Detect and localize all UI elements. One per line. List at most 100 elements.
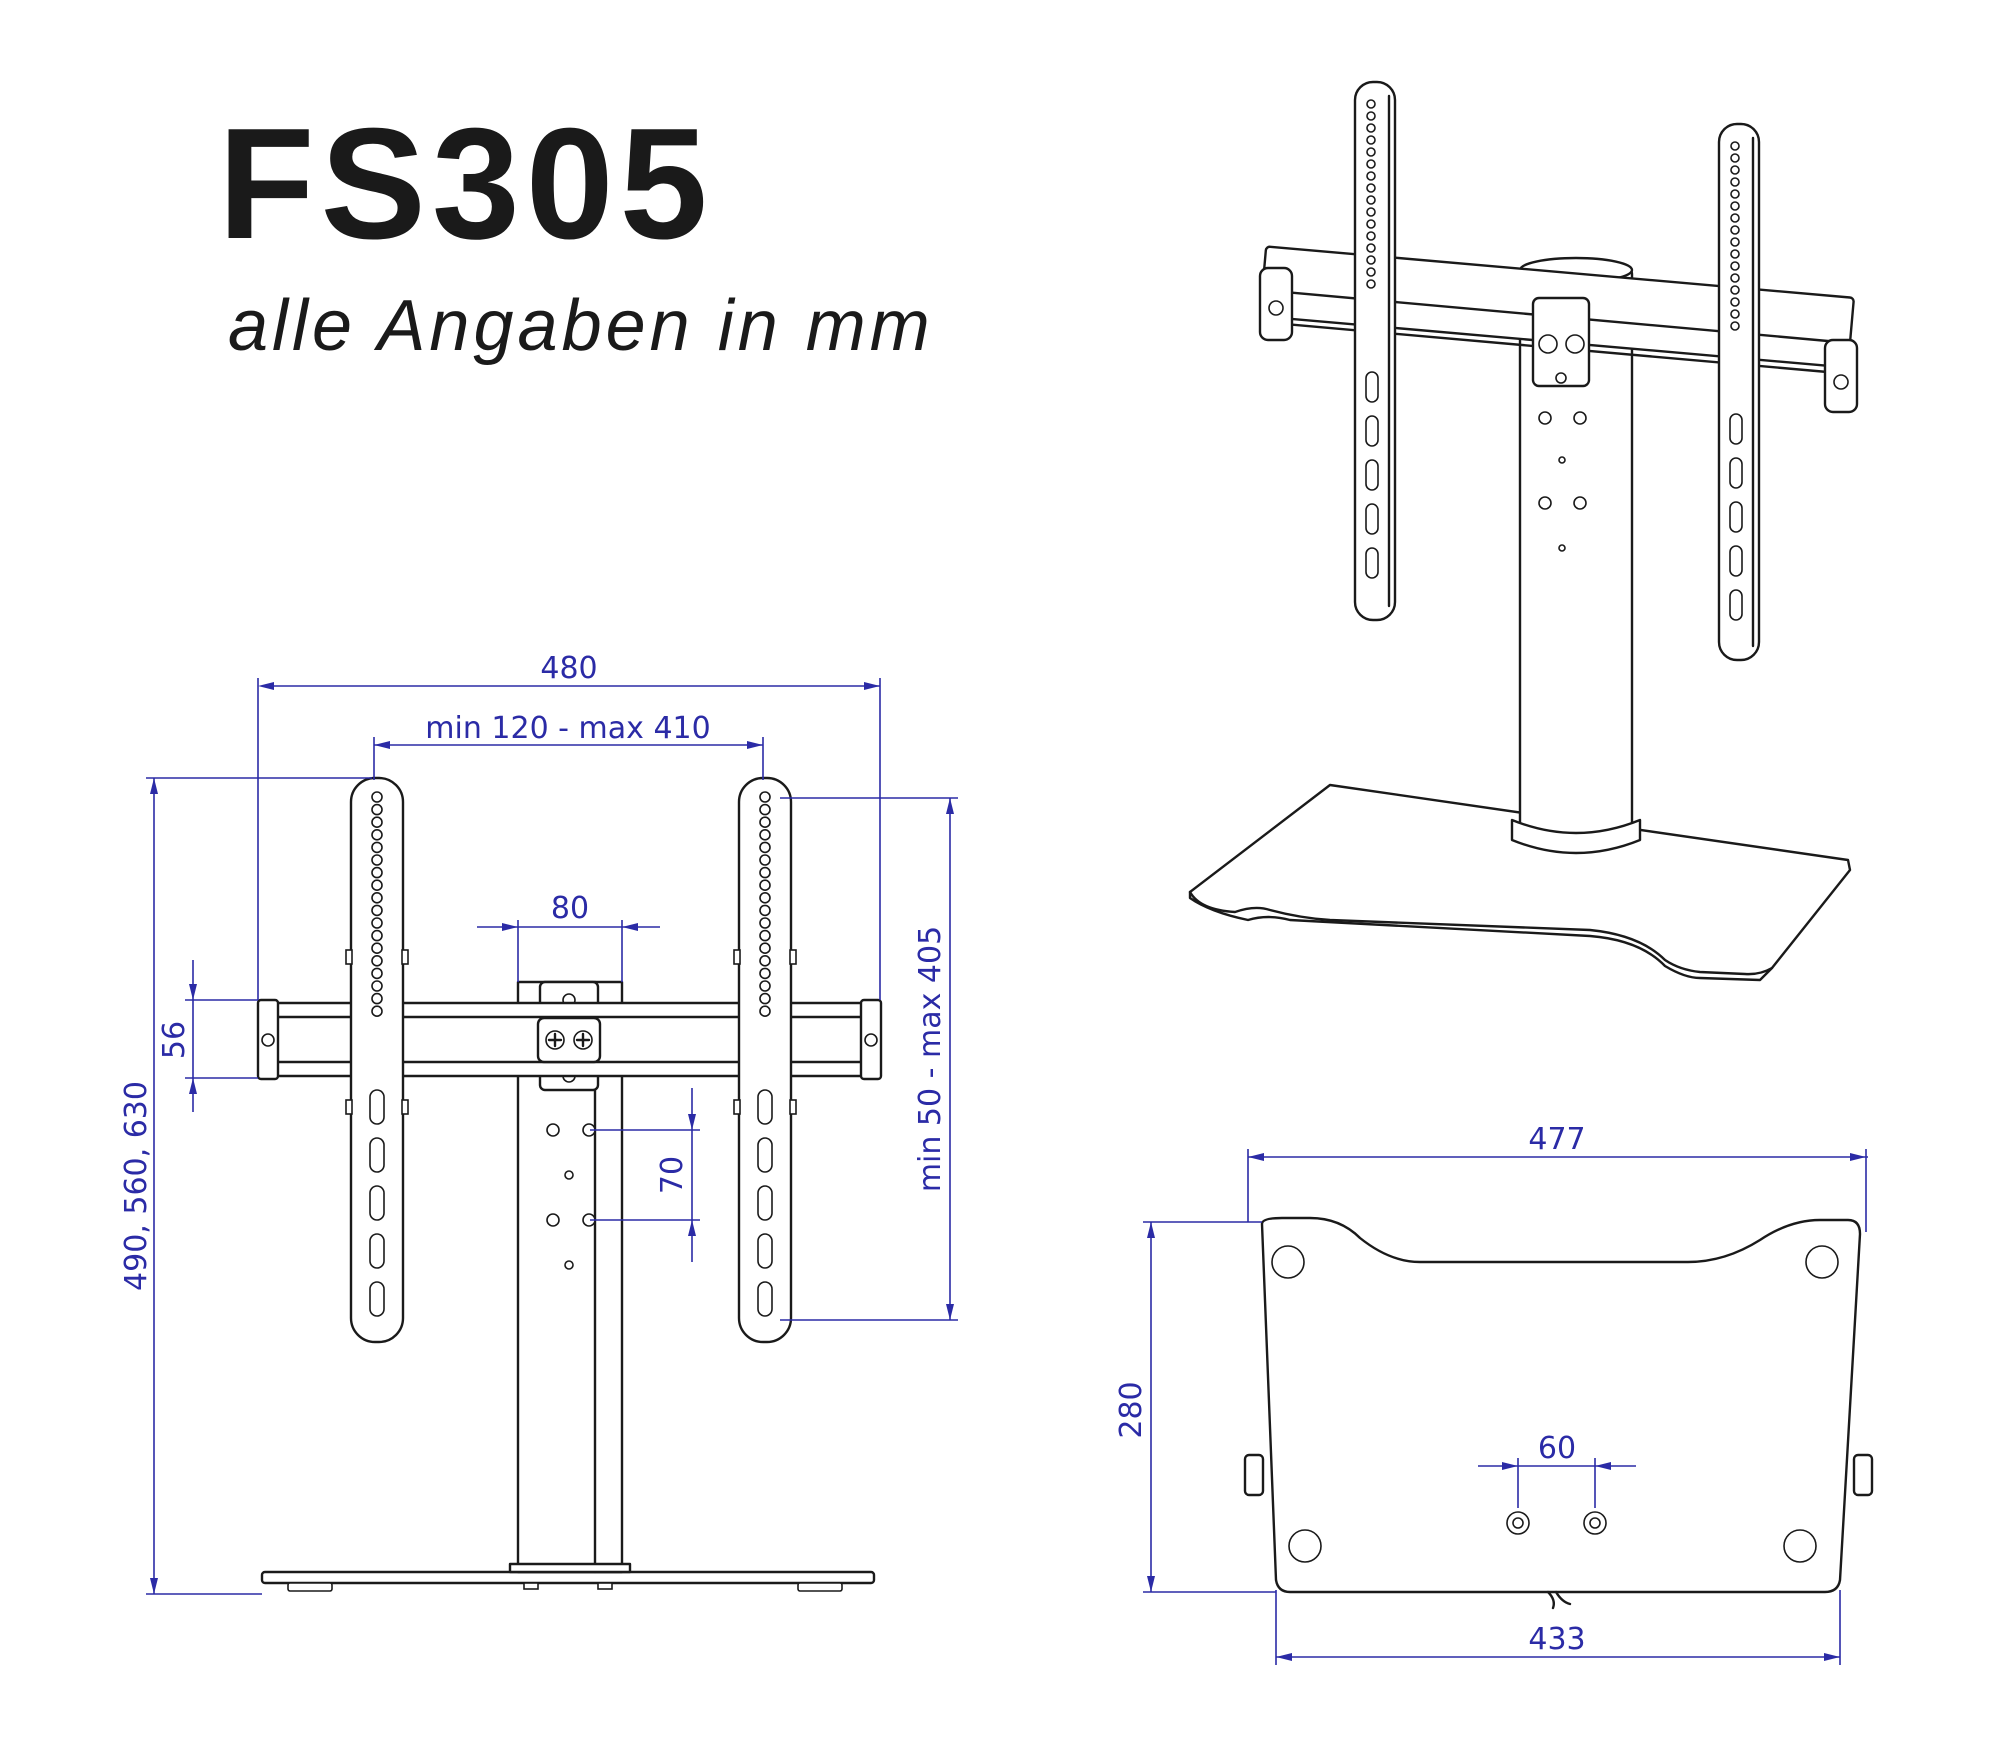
arm-hole	[759, 854, 771, 866]
arm-hole	[1730, 309, 1740, 319]
arm-hole	[371, 879, 383, 892]
arm-hole	[1730, 225, 1740, 235]
dimension-vesa-horizontal: min 120 - max 410	[373, 711, 764, 780]
arm-hole	[371, 816, 383, 829]
dimension-column-hole-spacing: 70	[590, 1088, 700, 1262]
arm-hole	[759, 967, 771, 980]
dimension-crossbar-height: 56	[157, 960, 258, 1112]
arm-slot	[369, 1185, 385, 1221]
arm-hole	[371, 828, 383, 841]
arm-slot	[1365, 415, 1379, 447]
arm-slot	[757, 1281, 773, 1317]
perspective-clamp	[1531, 296, 1591, 388]
arm-slot	[1729, 545, 1743, 577]
arm-hole	[1366, 147, 1376, 157]
label-vesa-vertical: min 50 - max 405	[913, 926, 948, 1192]
arm-slot	[1729, 501, 1743, 533]
dimension-vesa-vertical: min 50 - max 405	[780, 797, 958, 1321]
front-base-plate	[260, 1570, 876, 1585]
arm-hole	[371, 954, 383, 967]
front-vertical-arm	[733, 776, 797, 1344]
arm-slot	[369, 1281, 385, 1317]
perspective-view-drawing	[1188, 80, 1859, 982]
arm-hole	[1366, 135, 1376, 145]
arm-slot	[1365, 371, 1379, 403]
arm-slot	[1729, 457, 1743, 489]
arm-hole	[371, 917, 383, 929]
arm-hole	[371, 929, 383, 942]
arm-hole	[759, 866, 771, 879]
arm-hole	[759, 954, 771, 967]
arm-slot	[757, 1089, 773, 1125]
arm-hole	[1730, 153, 1740, 163]
column-hole	[546, 1123, 560, 1137]
dimension-column-width: 80	[477, 891, 660, 982]
label-column-width: 80	[551, 891, 589, 926]
arm-hole	[1730, 189, 1740, 199]
front-vertical-arm	[345, 776, 409, 1344]
arm-hole	[1730, 201, 1740, 211]
arm-hole	[1366, 255, 1376, 265]
arm-hole	[1366, 231, 1376, 241]
arm-hole	[1730, 321, 1740, 331]
arm-hole	[759, 891, 771, 904]
model-title: FS305	[218, 96, 714, 272]
arm-hole	[371, 967, 383, 980]
perspective-vertical-arm	[1717, 122, 1761, 662]
label-front-width: 480	[540, 651, 597, 686]
arm-hole	[371, 803, 383, 816]
arm-hole	[1730, 141, 1740, 151]
arm-hole	[371, 841, 383, 854]
arm-hole	[371, 891, 383, 904]
base-top-view-drawing	[1243, 1216, 1874, 1610]
dimension-base-back-width: 433	[1275, 1590, 1841, 1665]
arm-hole	[1366, 183, 1376, 193]
arm-hole	[371, 1005, 383, 1018]
dimension-front-width: 480	[257, 651, 881, 1000]
arm-slot	[757, 1137, 773, 1173]
label-column-hole-spacing: 70	[655, 1156, 690, 1194]
arm-hole	[371, 942, 383, 955]
arm-hole	[1730, 261, 1740, 271]
arm-hole	[371, 791, 383, 803]
arm-hole	[371, 854, 383, 866]
dimension-base-depth: 280	[1114, 1221, 1276, 1593]
arm-hole	[371, 866, 383, 879]
arm-hole	[759, 1005, 771, 1018]
arm-hole	[1730, 249, 1740, 259]
label-base-back-width: 433	[1528, 1622, 1585, 1657]
arm-slot	[1365, 503, 1379, 535]
label-base-hole-spacing: 60	[1538, 1431, 1576, 1466]
arm-hole	[759, 980, 771, 992]
arm-hole	[1730, 237, 1740, 247]
arm-slot	[1729, 413, 1743, 445]
arm-hole	[759, 904, 771, 917]
perspective-base-plate	[1188, 783, 1852, 976]
arm-hole	[1730, 213, 1740, 223]
perspective-vertical-arm	[1353, 80, 1397, 622]
label-base-depth: 280	[1114, 1381, 1149, 1438]
arm-hole	[1366, 219, 1376, 229]
arm-hole	[1366, 99, 1376, 109]
arm-hole	[371, 980, 383, 992]
arm-slot	[1365, 547, 1379, 579]
arm-hole	[759, 879, 771, 892]
arm-hole	[1730, 165, 1740, 175]
arm-hole	[371, 992, 383, 1005]
arm-hole	[759, 816, 771, 829]
arm-slot	[1729, 589, 1743, 621]
arm-hole	[1366, 159, 1376, 169]
label-crossbar-height: 56	[157, 1021, 192, 1059]
arm-slot	[369, 1137, 385, 1173]
arm-hole	[1730, 273, 1740, 283]
arm-hole	[1366, 279, 1376, 289]
column-hole	[546, 1213, 560, 1227]
label-base-front-width: 477	[1528, 1122, 1585, 1157]
column-hole	[564, 1170, 574, 1180]
arm-slot	[1365, 459, 1379, 491]
arm-hole	[1366, 171, 1376, 181]
arm-slot	[369, 1089, 385, 1125]
arm-hole	[1366, 243, 1376, 253]
arm-hole	[1730, 285, 1740, 295]
